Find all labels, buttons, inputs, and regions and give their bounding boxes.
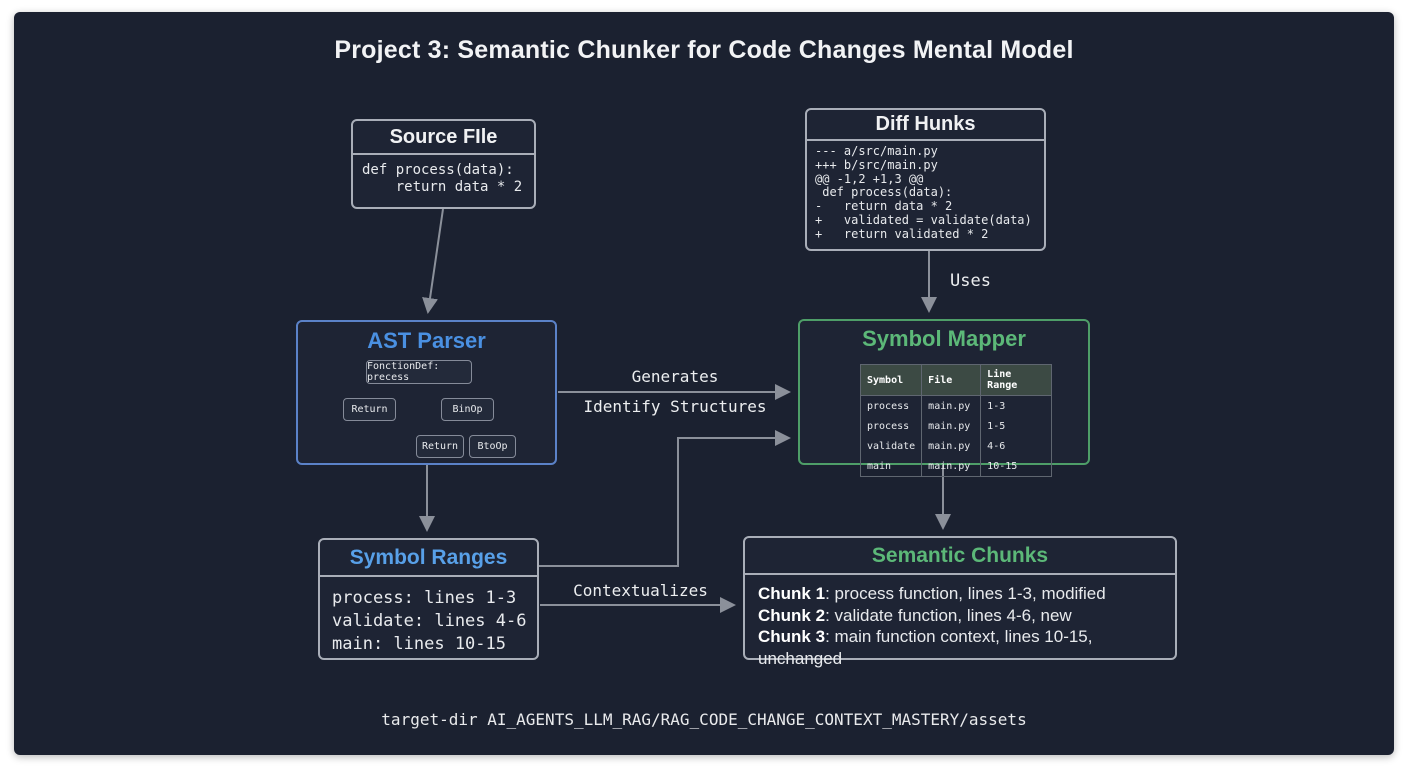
cell-symbol: validate bbox=[860, 436, 923, 456]
semantic-chunks-body: Chunk 1: process function, lines 1-3, mo… bbox=[745, 575, 1175, 677]
ast-node-binop: BinOp bbox=[441, 398, 494, 421]
symbol-ranges-box: Symbol Ranges process: lines 1-3 validat… bbox=[318, 538, 539, 660]
column-header-linerange: Line Range bbox=[980, 364, 1052, 396]
symbol-table-header-row: Symbol File Line Range bbox=[860, 364, 1052, 396]
diff-line: @@ -1,2 +1,3 @@ bbox=[815, 171, 924, 186]
edge-label-identify-structures: Identify Structures bbox=[583, 397, 767, 416]
cell-file: main.py bbox=[921, 416, 982, 436]
cell-linerange: 1-3 bbox=[987, 400, 1006, 412]
range-line: process: lines 1-3 bbox=[332, 588, 517, 608]
diff-hunks-code: --- a/src/main.py +++ b/src/main.py @@ -… bbox=[807, 141, 1044, 246]
cell-linerange: 4-6 bbox=[987, 440, 1006, 452]
symbol-mapper-box: Symbol Mapper Symbol File Line Range pro… bbox=[798, 319, 1090, 477]
ast-node-return-2: Return bbox=[416, 435, 464, 458]
diff-line: + validated = validate(data) bbox=[815, 212, 1032, 227]
cell-symbol: process bbox=[860, 395, 923, 416]
source-file-title: Source FIle bbox=[353, 121, 534, 155]
diff-line: +++ b/src/main.py bbox=[815, 157, 938, 172]
ast-node-btoop: BtoOp bbox=[469, 435, 516, 458]
chunk-line: Chunk 3: main function context, lines 10… bbox=[758, 626, 1162, 669]
cell-symbol: main bbox=[860, 456, 923, 477]
diagram-title: Project 3: Semantic Chunker for Code Cha… bbox=[334, 36, 1074, 64]
chunk-label: Chunk 2 bbox=[758, 605, 826, 625]
symbol-ranges-body: process: lines 1-3 validate: lines 4-6 m… bbox=[320, 577, 537, 666]
diff-hunks-title: Diff Hunks bbox=[807, 110, 1044, 141]
edge-label-generates: Generates bbox=[631, 367, 719, 386]
symbol-mapper-title: Symbol Mapper bbox=[862, 326, 1026, 351]
target-dir-footer: target-dir AI_AGENTS_LLM_RAG/RAG_CODE_CH… bbox=[381, 710, 1027, 729]
chunk-line: Chunk 1: process function, lines 1-3, mo… bbox=[758, 583, 1162, 605]
cell-linerange: 10-15 bbox=[987, 460, 1018, 472]
edge-label-contextualizes: Contextualizes bbox=[573, 581, 708, 600]
source-file-code: def process(data): return data * 2 bbox=[353, 155, 534, 203]
cell-file: main.py bbox=[921, 456, 982, 477]
chunk-label: Chunk 1 bbox=[758, 584, 826, 603]
cell-linerange: 1-5 bbox=[987, 420, 1006, 432]
source-file-box: Source FIle def process(data): return da… bbox=[351, 119, 536, 209]
column-header-symbol: Symbol bbox=[860, 364, 923, 396]
range-line: validate: lines 4-6 bbox=[332, 611, 527, 631]
diff-line: + return validated * 2 bbox=[815, 226, 989, 241]
range-line: main: lines 10-15 bbox=[332, 634, 506, 654]
diff-line: --- a/src/main.py bbox=[815, 144, 938, 158]
diff-line: - return data * 2 bbox=[815, 199, 953, 214]
ast-parser-title: AST Parser bbox=[367, 328, 486, 353]
chunk-label: Chunk 3 bbox=[758, 627, 826, 646]
semantic-chunks-title: Semantic Chunks bbox=[745, 538, 1175, 575]
chunk-line: Chunk 2: validate function, lines 4-6, n… bbox=[758, 605, 1162, 627]
ast-parser-box: AST Parser FonctionDef: precess Return B… bbox=[296, 320, 557, 465]
symbol-table: Symbol File Line Range process main.py 1… bbox=[860, 364, 1053, 477]
diff-hunks-box: Diff Hunks --- a/src/main.py +++ b/src/m… bbox=[805, 108, 1046, 251]
table-row: validate main.py 4-6 bbox=[860, 436, 1052, 456]
ast-node-functiondef: FonctionDef: precess bbox=[366, 360, 472, 384]
edge-label-uses: Uses bbox=[950, 271, 991, 291]
chunk-text: : main function context, lines 10-15, un… bbox=[758, 627, 1093, 668]
table-row: main main.py 10-15 bbox=[860, 456, 1052, 477]
code-line: return data * 2 bbox=[362, 179, 523, 195]
cell-file: main.py bbox=[921, 436, 982, 456]
table-row: process main.py 1-3 bbox=[860, 395, 1052, 416]
column-header-file: File bbox=[921, 364, 982, 396]
table-row: process main.py 1-5 bbox=[860, 416, 1052, 436]
chunk-text: : process function, lines 1-3, modified bbox=[825, 584, 1106, 603]
cell-symbol: process bbox=[860, 416, 923, 436]
diff-line: def process(data): bbox=[815, 185, 953, 200]
chunk-text: : validate function, lines 4-6, new bbox=[825, 605, 1072, 625]
ast-node-return-1: Return bbox=[343, 398, 396, 421]
semantic-chunks-box: Semantic Chunks Chunk 1: process functio… bbox=[743, 536, 1177, 668]
cell-file: main.py bbox=[921, 395, 982, 416]
code-line: def process(data): bbox=[362, 162, 514, 178]
symbol-ranges-title: Symbol Ranges bbox=[320, 540, 537, 577]
